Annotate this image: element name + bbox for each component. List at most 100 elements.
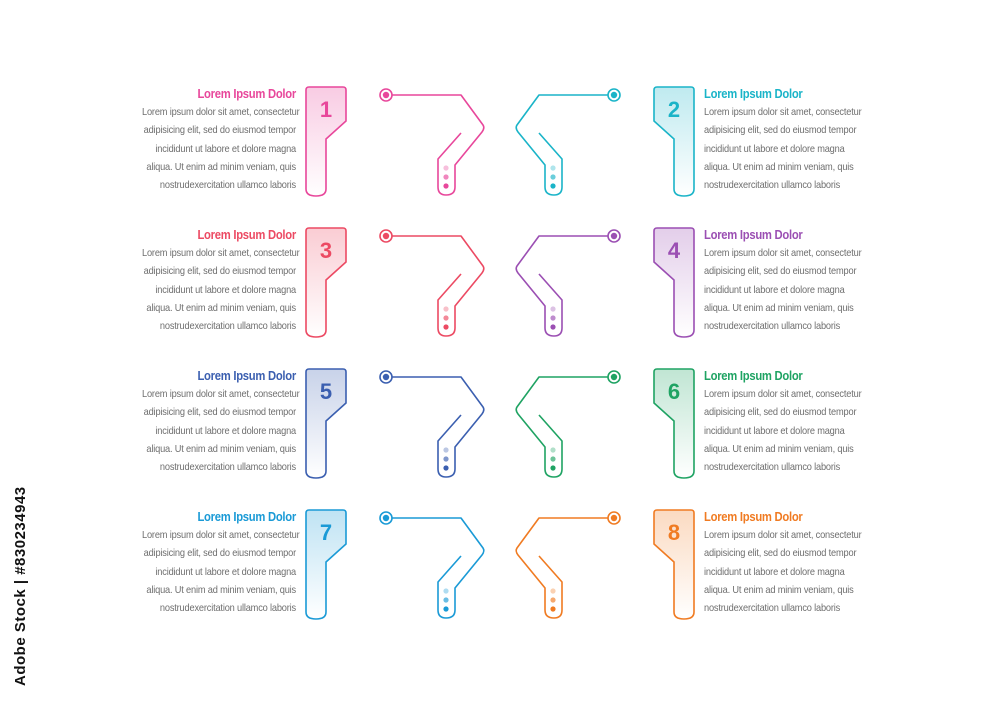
item-description: Lorem ipsum dolor sit amet, consectetur a…	[704, 526, 879, 617]
step-number: 4	[668, 238, 681, 263]
description-line: aliqua. Ut enim ad minim veniam, quis	[704, 583, 854, 596]
description-line: incididunt ut labore et dolore magna	[704, 142, 845, 155]
description-line: adipisicing elit, sed do eiusmod tempor	[704, 547, 857, 560]
description-line: Lorem ipsum dolor sit amet, consectetur	[142, 529, 300, 541]
description-line: nostrudexercitation ullamco laboris	[159, 602, 296, 615]
description-line: aliqua. Ut enim ad minim veniam, quis	[704, 301, 854, 314]
item-3: 3	[305, 227, 485, 338]
tab-shape-icon	[305, 509, 347, 620]
progress-dot-icon	[443, 588, 449, 594]
description-line: aliqua. Ut enim ad minim veniam, quis	[146, 442, 296, 455]
description-line: incididunt ut labore et dolore magna	[704, 283, 845, 296]
description-line: Lorem ipsum dolor sit amet, consectetur	[704, 529, 862, 541]
description-line: aliqua. Ut enim ad minim veniam, quis	[704, 442, 854, 455]
description-line: Lorem ipsum dolor sit amet, consectetur	[142, 388, 300, 400]
tab-shape-icon	[305, 227, 347, 338]
tab-shape-icon	[305, 368, 347, 479]
bent-connector-icon	[515, 94, 614, 196]
item-description: Lorem ipsum dolor sit amet, consectetur a…	[704, 244, 879, 335]
progress-dot-icon	[443, 597, 449, 603]
tab-shape-icon	[653, 509, 695, 620]
item-title: Lorem Ipsum Dolor	[704, 369, 803, 383]
step-number: 3	[320, 238, 332, 263]
description-line: incididunt ut labore et dolore magna	[704, 565, 845, 578]
step-number: 2	[668, 97, 680, 122]
description-line: aliqua. Ut enim ad minim veniam, quis	[146, 160, 296, 173]
progress-dot-icon	[550, 183, 556, 189]
description-line: incididunt ut labore et dolore magna	[155, 565, 296, 578]
progress-dot-icon	[550, 324, 556, 330]
progress-dot-icon	[550, 456, 556, 462]
item-2: 2	[515, 86, 695, 197]
description-line: Lorem ipsum dolor sit amet, consectetur	[142, 106, 300, 118]
item-description: Lorem ipsum dolor sit amet, consectetur a…	[704, 385, 879, 476]
tab-shape-icon	[305, 86, 347, 197]
progress-dot-icon	[443, 174, 449, 180]
description-line: nostrudexercitation ullamco laboris	[704, 320, 841, 333]
item-description: Lorem ipsum dolor sit amet, consectetur a…	[121, 385, 300, 476]
description-line: incididunt ut labore et dolore magna	[155, 142, 296, 155]
description-line: adipisicing elit, sed do eiusmod tempor	[704, 406, 857, 419]
description-line: Lorem ipsum dolor sit amet, consectetur	[704, 388, 862, 400]
progress-dot-icon	[550, 597, 556, 603]
description-line: adipisicing elit, sed do eiusmod tempor	[704, 124, 857, 137]
connector-dot-icon	[610, 514, 618, 522]
progress-dot-icon	[550, 465, 556, 471]
item-title: Lorem Ipsum Dolor	[704, 87, 803, 101]
connector-dot-icon	[610, 373, 618, 381]
connector-dot-icon	[382, 514, 390, 522]
description-line: nostrudexercitation ullamco laboris	[159, 320, 296, 333]
step-number: 6	[668, 379, 680, 404]
description-line: Lorem ipsum dolor sit amet, consectetur	[704, 106, 862, 118]
item-8: 8	[515, 509, 695, 620]
description-line: incididunt ut labore et dolore magna	[704, 424, 845, 437]
item-4: 4	[515, 227, 695, 338]
item-6: 6	[515, 368, 695, 479]
bent-connector-icon	[386, 517, 485, 619]
bent-connector-icon	[515, 235, 614, 337]
item-7: 7	[305, 509, 485, 620]
description-line: nostrudexercitation ullamco laboris	[704, 179, 841, 192]
tab-shape-icon	[653, 368, 695, 479]
item-title: Lorem Ipsum Dolor	[197, 510, 296, 524]
progress-dot-icon	[443, 606, 449, 612]
description-line: adipisicing elit, sed do eiusmod tempor	[143, 406, 297, 419]
bent-connector-icon	[515, 376, 614, 478]
item-title: Lorem Ipsum Dolor	[704, 510, 803, 524]
description-line: adipisicing elit, sed do eiusmod tempor	[143, 265, 297, 278]
progress-dot-icon	[443, 447, 449, 453]
connector-dot-icon	[382, 373, 390, 381]
progress-dot-icon	[550, 606, 556, 612]
stock-id-label: Adobe Stock | #830234943	[5, 470, 37, 702]
item-description: Lorem ipsum dolor sit amet, consectetur a…	[704, 103, 879, 194]
connector-dot-icon	[382, 91, 390, 99]
connector-dot-icon	[610, 232, 618, 240]
progress-dot-icon	[550, 447, 556, 453]
description-line: adipisicing elit, sed do eiusmod tempor	[143, 124, 297, 137]
progress-dot-icon	[550, 315, 556, 321]
description-line: incididunt ut labore et dolore magna	[155, 283, 296, 296]
progress-dot-icon	[550, 306, 556, 312]
progress-dot-icon	[443, 315, 449, 321]
progress-dot-icon	[443, 456, 449, 462]
description-line: Lorem ipsum dolor sit amet, consectetur	[704, 247, 862, 259]
bent-connector-icon	[386, 94, 485, 196]
step-number: 8	[668, 520, 680, 545]
description-line: adipisicing elit, sed do eiusmod tempor	[143, 547, 297, 560]
progress-dot-icon	[443, 324, 449, 330]
description-line: nostrudexercitation ullamco laboris	[159, 179, 296, 192]
tab-shape-icon	[653, 86, 695, 197]
description-line: adipisicing elit, sed do eiusmod tempor	[704, 265, 857, 278]
connector-dot-icon	[382, 232, 390, 240]
progress-dot-icon	[443, 165, 449, 171]
description-line: aliqua. Ut enim ad minim veniam, quis	[146, 301, 296, 314]
